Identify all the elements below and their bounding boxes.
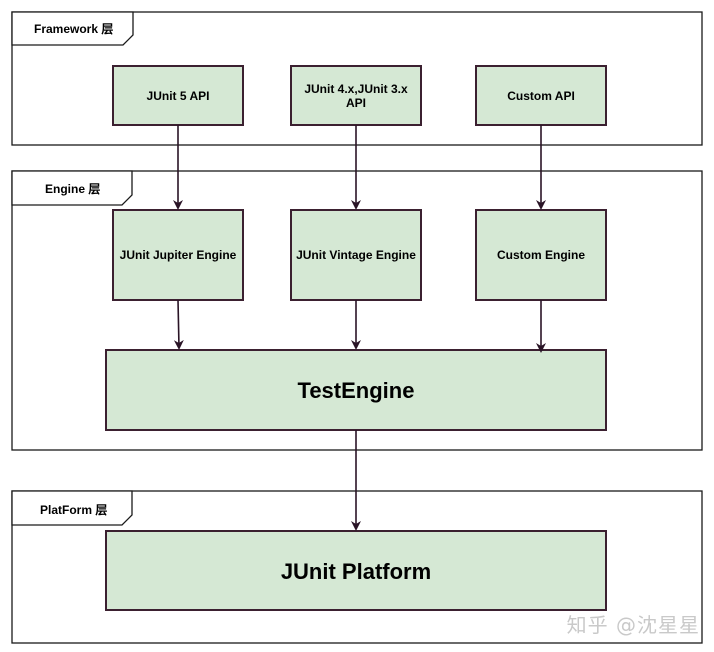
arrow-jupiter-to-testengine [173,299,184,350]
junit4-api-label-line1: JUnit 4.x,JUnit 3.x [304,82,408,96]
junit4-api-label-line2: API [346,96,366,110]
custom-engine-label: Custom Engine [497,248,585,262]
junit4-api-node: JUnit 4.x,JUnit 3.x API [290,65,422,126]
engine-layer-label: Engine 层 [45,182,100,196]
jupiter-engine-node: JUnit Jupiter Engine [112,209,244,301]
test-engine-label: TestEngine [298,378,415,403]
junit-platform-node: JUnit Platform [105,530,607,611]
junit5-api-label: JUnit 5 API [147,89,210,103]
test-engine-node: TestEngine [105,349,607,431]
custom-engine-node: Custom Engine [475,209,607,301]
junit-platform-label: JUnit Platform [281,559,431,584]
custom-api-node: Custom API [475,65,607,126]
vintage-engine-label: JUnit Vintage Engine [296,248,416,262]
junit5-api-node: JUnit 5 API [112,65,244,126]
platform-layer-label: PlatForm 层 [40,503,107,517]
custom-api-label: Custom API [507,89,575,103]
framework-layer-label: Framework 层 [34,22,113,36]
vintage-engine-node: JUnit Vintage Engine [290,209,422,301]
watermark-text: 知乎 @沈星星 [566,613,700,637]
jupiter-engine-label: JUnit Jupiter Engine [120,248,237,262]
